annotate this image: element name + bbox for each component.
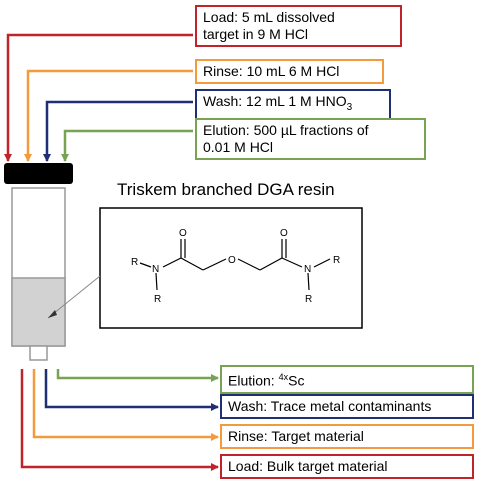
dga-atom-labels: R N R O O O N R R (131, 228, 340, 305)
rinse-output-label: Rinse: Target material (228, 428, 364, 444)
rinse-input-label: Rinse: 10 mL 6 M HCl (203, 63, 340, 79)
atom-n2: N (304, 264, 311, 275)
wash-input-subscript: 3 (346, 101, 353, 113)
column-tip (29, 345, 48, 361)
rinse-input-arrow (24, 69, 193, 162)
rinse-output-box: Rinse: Target material (220, 424, 474, 449)
load-output-box: Load: Bulk target material (220, 454, 474, 479)
atom-o1: O (179, 228, 187, 239)
column-cap (4, 163, 73, 184)
wash-input-label: Wash: 12 mL 1 M HNO3 (203, 93, 383, 116)
atom-r4: R (305, 294, 312, 305)
atom-r1: R (131, 257, 138, 268)
elution-output-text: Elution: (228, 372, 279, 389)
resin-structure-box (99, 207, 363, 329)
callout-pointer (48, 310, 57, 318)
wash-input-box: Wash: 12 mL 1 M HNO3 (195, 89, 391, 120)
wash-input-arrow (43, 100, 193, 162)
dga-molecule (139, 239, 331, 291)
wash-input-text: Wash: 12 mL 1 M HNO (203, 93, 347, 109)
wash-output-box: Wash: Trace metal contaminants (220, 394, 474, 419)
load-input-box: Load: 5 mL dissolved target in 9 M HCl (195, 5, 402, 47)
atom-o2: O (280, 228, 288, 239)
column (4, 163, 73, 361)
elution-output-element: Sc (288, 372, 305, 389)
wash-output-arrow (44, 369, 219, 411)
atom-o-ether: O (228, 255, 236, 266)
load-input-arrow (4, 33, 193, 162)
atom-n1: N (152, 264, 159, 275)
elution-output-arrow (56, 369, 219, 382)
elution-output-box: Elution: 4xSc (220, 365, 474, 394)
elution-output-label: Elution: 4xSc (228, 369, 466, 390)
load-input-line-2: target in 9 M HCl (203, 26, 309, 42)
load-output-arrow (20, 369, 219, 471)
atom-r2: R (154, 294, 161, 305)
elution-input-box: Elution: 500 µL fractions of 0.01 M HCl (195, 118, 426, 160)
rinse-output-arrow (32, 369, 219, 441)
load-output-label: Load: Bulk target material (228, 458, 388, 474)
elution-output-superscript: 4x (278, 372, 289, 382)
wash-output-label: Wash: Trace metal contaminants (228, 398, 432, 414)
elution-input-arrow (61, 129, 193, 162)
atom-r3: R (333, 255, 340, 266)
resin-title: Triskem branched DGA resin (117, 180, 335, 199)
callout-line (47, 275, 101, 319)
rinse-input-box: Rinse: 10 mL 6 M HCl (195, 59, 384, 84)
resin-bed (11, 277, 66, 347)
elution-input-line-1: Elution: 500 µL fractions of (203, 122, 369, 138)
load-input-line-1: Load: 5 mL dissolved (203, 9, 335, 25)
elution-input-line-2: 0.01 M HCl (203, 139, 274, 155)
